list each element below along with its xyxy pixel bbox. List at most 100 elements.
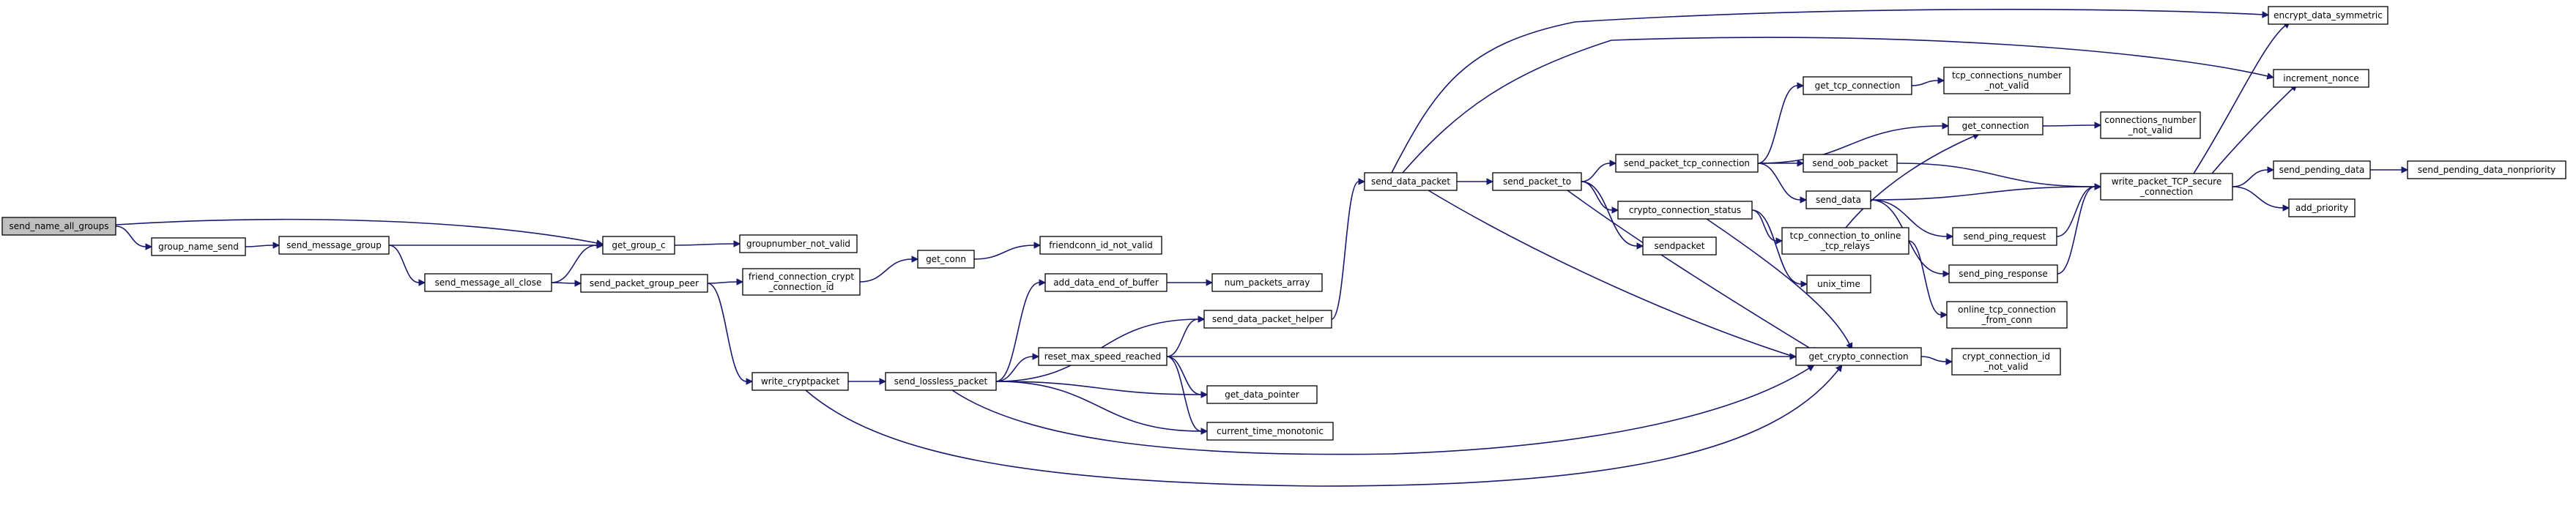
node-box [1203, 310, 1332, 329]
node-label: crypt_connection_id [1962, 351, 2050, 362]
node-write-cryptpacket[interactable]: write_cryptpacket [751, 372, 849, 391]
node-box [1948, 264, 2058, 283]
node-increment-nonce[interactable]: increment_nonce [2273, 69, 2369, 88]
edge-line [551, 245, 598, 283]
node-add-priority[interactable]: add_priority [2288, 198, 2356, 217]
arrowhead-icon [1486, 178, 1494, 185]
edge-line [1757, 85, 1798, 164]
node-send-message-group[interactable]: send_message_group [278, 236, 390, 255]
arrowhead-icon [1200, 428, 1209, 435]
node-send-pending-data-nonpriority[interactable]: send_pending_data_nonpriority [2407, 160, 2566, 179]
node-label: send_ping_response [1959, 269, 2048, 279]
edge-write-packet-tcp-secure-connection-to-encrypt-data-symmetric [2193, 21, 2291, 174]
node-send-oob-packet[interactable]: send_oob_packet [1803, 154, 1898, 173]
edge-send-message-all-close-to-send-packet-group-peer [551, 280, 582, 287]
node-num-packets-array[interactable]: num_packets_array [1211, 273, 1323, 292]
node-friendconn-id-not-valid[interactable]: friendconn_id_not_valid [1039, 236, 1162, 255]
edge-send-data-packet-to-increment-nonce [1402, 37, 2274, 174]
node-reset-max-speed-reached[interactable]: reset_max_speed_reached [1038, 347, 1168, 366]
node-send-ping-response[interactable]: send_ping_response [1948, 264, 2058, 283]
node-encrypt-data-symmetric[interactable]: encrypt_data_symmetric [2268, 6, 2388, 25]
node-box [1805, 190, 1871, 209]
node-friend-connection-crypt-connection-id[interactable]: friend_connection_crypt_connection_id [742, 268, 861, 296]
node-label: num_packets_array [1225, 277, 1310, 288]
arrowhead-icon [1198, 316, 1206, 323]
node-label: send_packet_group_peer [590, 278, 699, 288]
node-add-data-end-of-buffer[interactable]: add_data_end_of_buffer [1044, 273, 1168, 292]
arrowhead-icon [1775, 237, 1783, 245]
node-label: tcp_connection_to_online [1790, 231, 1901, 241]
edge-send-packet-to-to-crypto-connection-status [1581, 181, 1619, 214]
node-box [885, 372, 997, 391]
node-get-tcp-connection[interactable]: get_tcp_connection [1803, 76, 1912, 95]
node-get-connection[interactable]: get_connection [1948, 116, 2044, 135]
arrowhead-icon [1800, 280, 1808, 288]
edge-line [1391, 9, 2263, 174]
edge-line [1581, 181, 1638, 247]
node-get-conn[interactable]: get_conn [917, 250, 975, 269]
node-box [1795, 347, 1922, 366]
node-send-packet-tcp-connection[interactable]: send_packet_tcp_connection [1615, 154, 1759, 173]
node-label: encrypt_data_symmetric [2274, 10, 2383, 20]
edge-write-packet-tcp-secure-connection-to-send-pending-data [2232, 166, 2275, 187]
arrowhead-icon [1946, 233, 1954, 240]
node-send-name-all-groups[interactable]: send_name_all_groups [1, 217, 116, 236]
edge-line [1581, 181, 1613, 211]
node-get-crypto-connection[interactable]: get_crypto_connection [1795, 347, 1922, 366]
node-get-group-c[interactable]: get_group_c [602, 236, 675, 255]
node-send-packet-to[interactable]: send_packet_to [1492, 172, 1582, 191]
node-online-tcp-connection-from-conn[interactable]: online_tcp_connection_from_conn [1946, 301, 2068, 329]
edge-line [1908, 240, 1942, 316]
node-box [751, 372, 849, 391]
node-box [1781, 227, 1909, 255]
node-groupnumber-not-valid[interactable]: groupnumber_not_valid [739, 234, 858, 253]
node-label: crypto_connection_status [1629, 205, 1741, 215]
node-label: increment_nonce [2283, 73, 2359, 83]
node-tcp-connections-number-not-valid[interactable]: tcp_connections_number_not_valid [1943, 67, 2071, 94]
node-tcp-connection-to-online-tcp-relays[interactable]: tcp_connection_to_online_tcp_relays [1781, 227, 1909, 255]
node-label: send_packet_tcp_connection [1624, 158, 1750, 168]
node-unix-time[interactable]: unix_time [1806, 275, 1871, 294]
edge-send-lossless-packet-to-current-time-monotonic [995, 381, 1209, 435]
node-get-data-pointer[interactable]: get_data_pointer [1206, 385, 1318, 404]
node-send-data-packet[interactable]: send_data_packet [1364, 172, 1458, 191]
arrowhead-icon [2401, 166, 2409, 174]
node-box [1211, 273, 1323, 292]
node-send-data-packet-helper[interactable]: send_data_packet_helper [1203, 310, 1332, 329]
node-box [1948, 116, 2044, 135]
node-send-data[interactable]: send_data [1805, 190, 1871, 209]
edge-tcp-connection-to-online-tcp-relays-to-online-tcp-connection-from-conn [1908, 240, 1948, 318]
edge-reset-max-speed-reached-to-send-data-packet-helper [1166, 316, 1206, 357]
node-box [580, 274, 708, 293]
node-current-time-monotonic[interactable]: current_time_monotonic [1206, 422, 1334, 441]
nodes-layer: send_name_all_groups group_name_send get_g… [1, 6, 2566, 441]
node-send-pending-data[interactable]: send_pending_data [2273, 160, 2371, 179]
node-box [1617, 201, 1753, 220]
edge-send-lossless-packet-to-get-crypto-connection [951, 365, 1815, 455]
node-box [1943, 67, 2071, 94]
node-send-message-all-close[interactable]: send_message_all_close [424, 273, 552, 292]
node-write-packet-tcp-secure-connection[interactable]: write_packet_TCP_secure_connection [2100, 173, 2233, 201]
node-label: groupnumber_not_valid [746, 239, 850, 249]
node-send-lossless-packet[interactable]: send_lossless_packet [885, 372, 997, 391]
edge-line [2042, 124, 2096, 127]
node-crypt-connection-id-not-valid[interactable]: crypt_connection_id_not_valid [1951, 348, 2061, 376]
edge-line [707, 283, 747, 382]
node-box [2288, 198, 2356, 217]
node-sendpacket[interactable]: sendpacket [1642, 236, 1717, 256]
node-group-name-send[interactable]: group_name_send [151, 237, 246, 256]
edge-line [388, 245, 420, 283]
node-send-packet-group-peer[interactable]: send_packet_group_peer [580, 274, 708, 293]
edge-send-pending-data-to-send-pending-data-nonpriority [2369, 166, 2409, 174]
edge-line [1845, 135, 1975, 228]
node-send-ping-request[interactable]: send_ping_request [1952, 227, 2057, 246]
node-label: current_time_monotonic [1217, 426, 1324, 436]
node-label: unix_time [1817, 279, 1860, 289]
edge-line [2193, 25, 2286, 174]
node-crypto-connection-status[interactable]: crypto_connection_status [1617, 201, 1753, 220]
node-connections-number-not-valid[interactable]: connections_number_not_valid [2100, 111, 2201, 139]
edge-line [995, 381, 1202, 395]
edge-send-name-all-groups-to-group-name-send [115, 225, 153, 250]
node-label: add_priority [2295, 203, 2348, 213]
